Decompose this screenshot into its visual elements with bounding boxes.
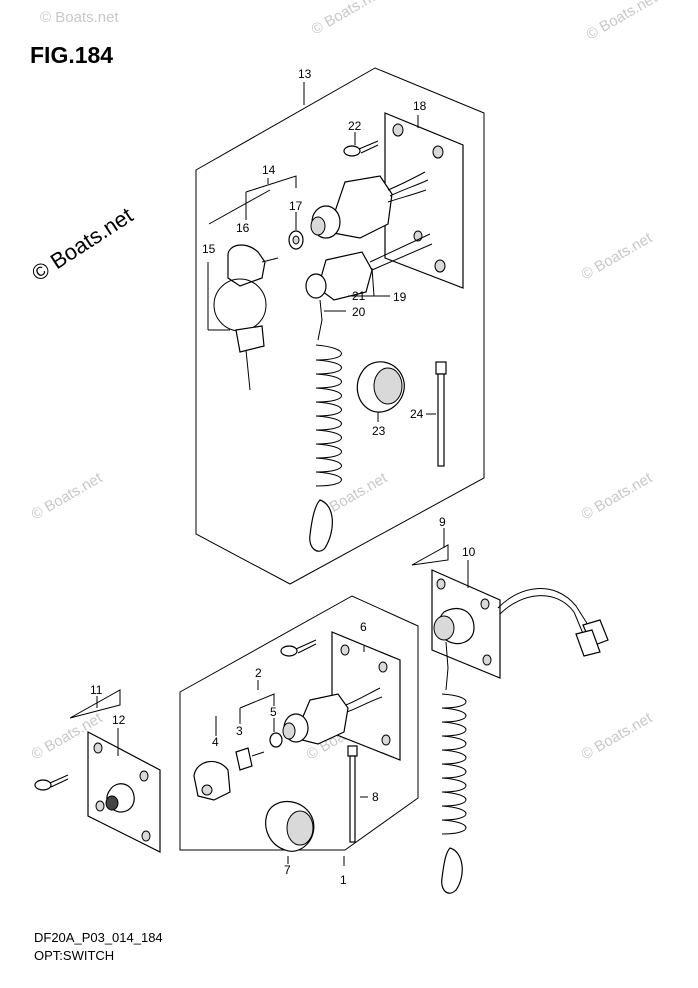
figure-code: DF20A_P03_014_184 <box>34 930 163 945</box>
screw-left <box>34 774 69 791</box>
switch-plate-12 <box>69 689 161 853</box>
callout-2: 2 <box>255 666 262 680</box>
tie-24 <box>435 361 447 467</box>
watermark-text-large: © Boats.net <box>27 202 137 286</box>
watermark-text: © Boats.net <box>579 229 656 283</box>
key-cap-4 <box>193 760 231 801</box>
kit-1-outline <box>179 595 419 851</box>
callout-24: 24 <box>410 407 424 421</box>
callout-9: 9 <box>439 515 446 529</box>
callout-18: 18 <box>413 99 427 113</box>
leader-lines <box>96 82 469 866</box>
screw-22 <box>343 140 379 157</box>
panel-plate-18 <box>384 112 464 289</box>
callout-12: 12 <box>112 713 126 727</box>
stop-switch-21 <box>305 233 433 301</box>
switch-body-lower <box>282 687 383 745</box>
callout-23: 23 <box>372 424 386 438</box>
washer-5 <box>269 732 283 748</box>
cap-7 <box>265 800 315 852</box>
key-set-15-16 <box>213 244 279 391</box>
watermark-text: © Boats.net <box>309 0 386 38</box>
lanyard-coil-20 <box>309 299 342 552</box>
main-switch-body <box>310 171 429 239</box>
key-3 <box>235 747 265 771</box>
watermark-text: © Boats.net <box>40 9 119 26</box>
watermark-text: © Boats.net <box>579 709 656 763</box>
figure-title: FIG.184 <box>30 42 114 68</box>
callout-14: 14 <box>262 163 276 177</box>
washer-17 <box>288 230 304 250</box>
callout-17: 17 <box>289 199 303 213</box>
callout-labels: 13 18 22 14 17 16 15 21 19 20 23 24 9 10… <box>90 67 476 887</box>
callout-21: 21 <box>352 289 366 303</box>
watermark-text: © Boats.net <box>29 469 106 523</box>
callout-6: 6 <box>360 620 367 634</box>
watermark-text: © Boats.net <box>584 0 661 43</box>
figure-caption: OPT:SWITCH <box>34 948 115 963</box>
callout-1: 1 <box>340 873 347 887</box>
callout-3: 3 <box>236 724 243 738</box>
callout-5: 5 <box>270 705 277 719</box>
callout-20: 20 <box>352 305 366 319</box>
callout-8: 8 <box>372 790 379 804</box>
callout-7: 7 <box>284 863 291 877</box>
callout-13: 13 <box>298 67 312 81</box>
panel-plate-6 <box>331 631 401 761</box>
callout-11: 11 <box>90 683 103 697</box>
screw-lower <box>280 639 317 657</box>
callout-19: 19 <box>393 290 407 304</box>
cap-23 <box>356 361 405 413</box>
tie-8 <box>347 745 358 843</box>
callout-22: 22 <box>348 119 362 133</box>
callout-4: 4 <box>212 735 219 749</box>
callout-10: 10 <box>462 545 476 559</box>
lanyard-coil-right <box>441 641 467 894</box>
watermark-text: © Boats.net <box>579 469 656 523</box>
kit-13-outline <box>195 67 485 585</box>
stop-switch-plate-10 <box>411 544 609 679</box>
callout-16: 16 <box>236 221 250 235</box>
callout-15: 15 <box>202 242 216 256</box>
